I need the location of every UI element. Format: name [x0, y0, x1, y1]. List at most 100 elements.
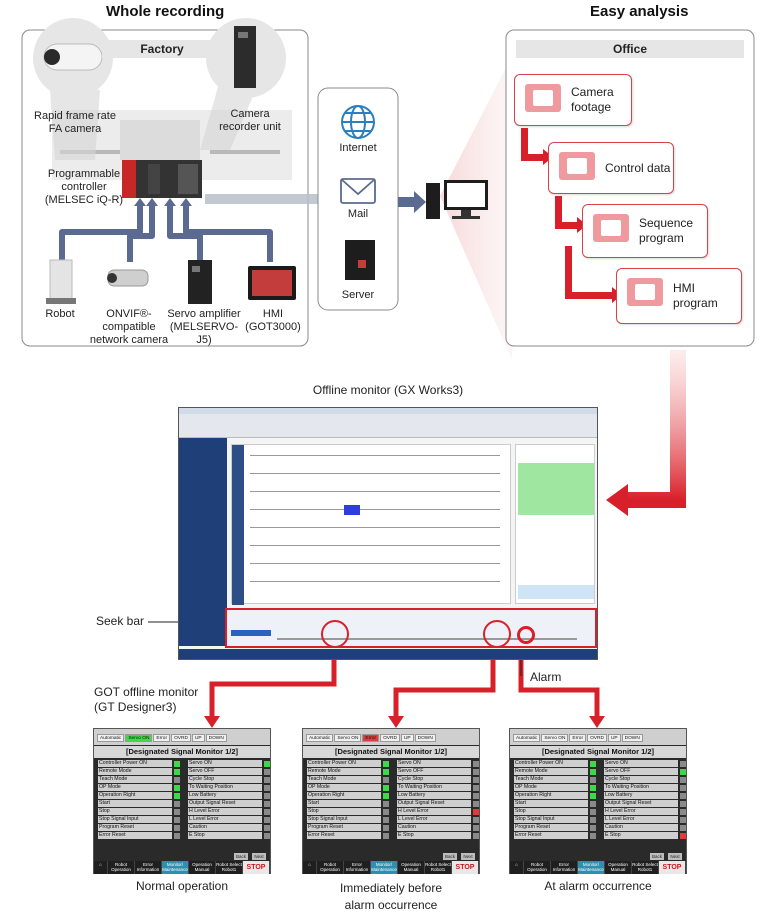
device-label-robot: Robot	[45, 308, 75, 320]
seek-bar-panel[interactable]	[225, 608, 597, 648]
ladder-program-icon	[593, 214, 629, 242]
signal-label: Caution	[188, 823, 262, 832]
top-cell-servo: Servo ON	[125, 734, 153, 742]
home-icon[interactable]: ⌂	[510, 861, 524, 874]
mail-label: Mail	[347, 208, 369, 220]
whole-recording-heading: Whole recording	[106, 3, 225, 20]
caption-before-alarm: Immediately before alarm occurrence	[339, 881, 443, 912]
signal-label: Caution	[604, 823, 678, 832]
factory-title: Factory	[102, 40, 222, 58]
top-cell: OVRD	[587, 734, 607, 742]
top-cell: OVRD	[171, 734, 191, 742]
office-card-control-data: Control data	[548, 142, 674, 194]
mail-icon	[340, 178, 376, 204]
footer-button[interactable]: Robot Select Robot1	[425, 861, 452, 874]
server-label: Server	[341, 289, 375, 301]
back-button[interactable]: Back	[234, 853, 248, 860]
servo-amplifier-shape	[188, 260, 212, 304]
signal-label: Operation Right	[307, 791, 381, 800]
next-button[interactable]: Next	[668, 853, 682, 860]
seek-marker-normal[interactable]	[321, 620, 349, 648]
top-cell: Automatic	[513, 734, 541, 742]
fa-camera-label: Rapid frame rate FA camera	[34, 110, 116, 135]
top-cell: DOWN	[414, 734, 436, 742]
signal-label: Error Reset	[514, 831, 588, 840]
signal-label: Stop	[98, 807, 172, 816]
device-label-servo-amplifier: Servo amplifier (MELSERVO-J5)	[167, 308, 241, 346]
footer-button[interactable]: Robot Select Robot1	[216, 861, 243, 874]
footer-button[interactable]: Monitor/ Maintenance	[371, 861, 398, 874]
video-icon	[525, 84, 561, 112]
footer-button[interactable]: Operation Manual	[189, 861, 216, 874]
footer-button[interactable]: Robot Operation	[317, 861, 344, 874]
stop-button[interactable]: STOP	[243, 861, 270, 874]
footer-button[interactable]: Robot Select Robot1	[632, 861, 659, 874]
signal-label: H Level Error	[397, 807, 471, 816]
footer-button[interactable]: Robot Operation	[108, 861, 135, 874]
monitor-header: [Designated Signal Monitor 1/2]	[94, 746, 270, 758]
footer-button[interactable]: Monitor/ Maintenance	[578, 861, 605, 874]
signal-label: Operation Right	[98, 791, 172, 800]
got-screen-alarm: Automatic Servo ON Error OVRD UP DOWN [D…	[509, 728, 687, 874]
footer-button[interactable]: Operation Manual	[605, 861, 632, 874]
signal-label: Cycle Stop	[604, 775, 678, 784]
signal-label: Controller Power ON	[98, 760, 172, 768]
office-card-label: Sequence program	[639, 216, 694, 245]
back-button[interactable]: Back	[650, 853, 664, 860]
top-cell-servo: Servo ON	[541, 734, 569, 742]
server-icon	[345, 240, 375, 280]
signal-label: Operation Right	[514, 791, 588, 800]
signal-label: OP Mode	[307, 783, 381, 792]
top-cell: Automatic	[97, 734, 125, 742]
top-cell-servo: Servo ON	[334, 734, 362, 742]
office-card-sequence-program: Sequence program	[582, 204, 708, 258]
signal-label: Teach Mode	[514, 775, 588, 784]
signal-label: Stop Signal Input	[98, 815, 172, 824]
signal-label: Program Reset	[307, 823, 381, 832]
next-button[interactable]: Next	[252, 853, 266, 860]
seek-marker-alarm[interactable]	[517, 626, 535, 644]
back-button[interactable]: Back	[443, 853, 457, 860]
top-cell: DOWN	[205, 734, 227, 742]
top-cell: Error	[153, 734, 171, 742]
signal-label: Servo ON	[188, 760, 262, 768]
robot-shape	[46, 259, 76, 304]
footer-button[interactable]: Robot Operation	[524, 861, 551, 874]
seek-bar-label: Seek bar	[96, 614, 145, 628]
offline-monitor-title: Offline monitor (GX Works3)	[312, 383, 464, 397]
footer-button[interactable]: Monitor/ Maintenance	[162, 861, 189, 874]
signal-label: Error Reset	[307, 831, 381, 840]
signal-label: Servo ON	[604, 760, 678, 768]
stop-button[interactable]: STOP	[659, 861, 686, 874]
top-cell-error: Error	[362, 734, 380, 742]
signal-label: Start	[98, 799, 172, 808]
signal-label: Remote Mode	[98, 767, 172, 776]
footer-button[interactable]: Error Information	[135, 861, 162, 874]
seek-marker-before-alarm[interactable]	[483, 620, 511, 648]
footer-button[interactable]: Error Information	[344, 861, 371, 874]
pc-icon	[426, 180, 488, 219]
device-label-network-camera: ONVIF®-compatible network camera	[89, 308, 169, 346]
stop-button[interactable]: STOP	[452, 861, 479, 874]
home-icon[interactable]: ⌂	[94, 861, 108, 874]
signal-label: E Stop	[397, 831, 471, 840]
top-cell: UP	[191, 734, 205, 742]
signal-label: Output Signal Reset	[188, 799, 262, 808]
device-label-hmi: HMI (GOT3000)	[245, 308, 301, 333]
signal-label: H Level Error	[188, 807, 262, 816]
home-icon[interactable]: ⌂	[303, 861, 317, 874]
signal-label: Low Battery	[604, 791, 678, 800]
next-button[interactable]: Next	[461, 853, 475, 860]
recorder-label: Camera recorder unit	[219, 108, 281, 133]
caption-alarm-occurrence: At alarm occurrence	[544, 879, 652, 893]
office-card-label: HMI program	[673, 281, 718, 310]
footer-button[interactable]: Error Information	[551, 861, 578, 874]
signal-label: Stop Signal Input	[514, 815, 588, 824]
signal-label: To Waiting Position	[604, 783, 678, 792]
signal-label: Error Reset	[98, 831, 172, 840]
footer-button[interactable]: Operation Manual	[398, 861, 425, 874]
top-cell: OVRD	[380, 734, 400, 742]
waveform-icon	[559, 152, 595, 180]
signal-label: Servo OFF	[397, 767, 471, 776]
signal-label: Controller Power ON	[307, 760, 381, 768]
